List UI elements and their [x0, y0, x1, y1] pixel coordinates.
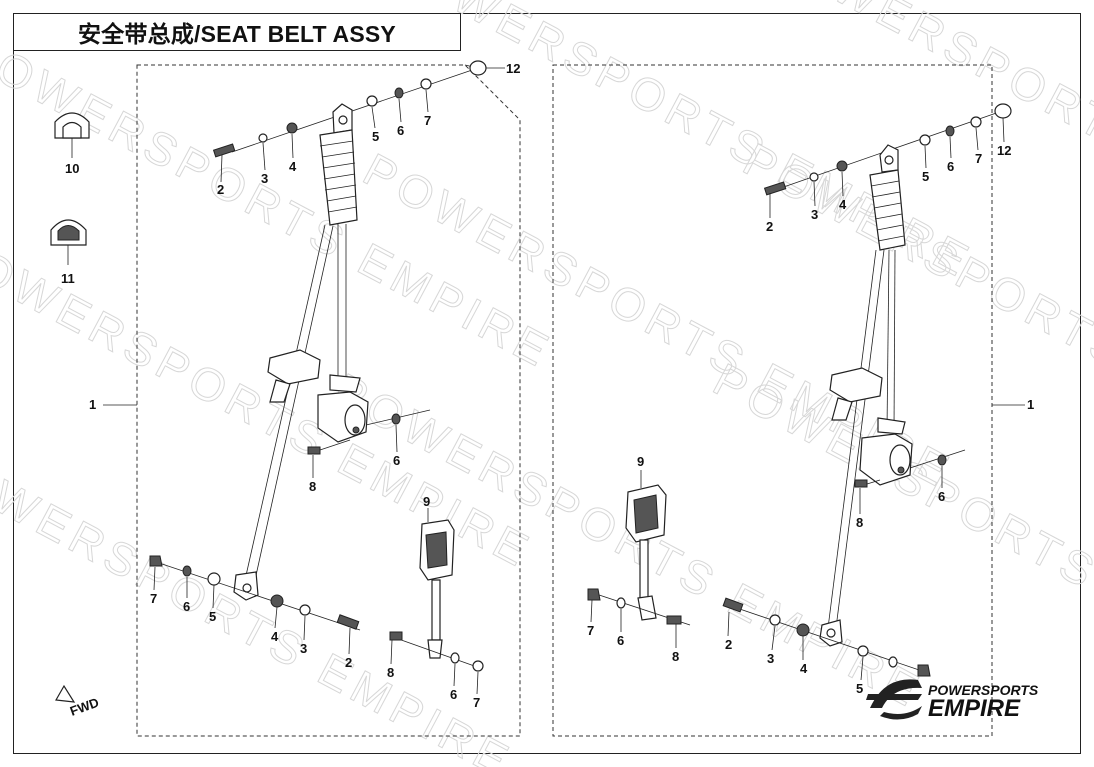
callout-8-left: 8	[309, 479, 316, 494]
right-seat-belt-assembly	[587, 103, 1025, 681]
callout-12-right: 12	[997, 143, 1011, 158]
callout-6-left-d: 6	[450, 687, 457, 702]
brand-line2: EMPIRE	[928, 695, 1021, 722]
callout-10: 10	[65, 161, 79, 176]
brand-line1: POWERSPORTS	[928, 682, 1039, 698]
callout-labels: 10 11 1 2 3 4 5 6 7 12 6 8 9 7 6 5 4 3 2…	[61, 61, 1034, 710]
callout-5-left-c: 5	[209, 609, 216, 624]
cover-part-11	[50, 219, 87, 265]
callout-11: 11	[61, 271, 75, 286]
callout-6-left: 6	[397, 123, 404, 138]
callout-7-left-d: 7	[473, 695, 480, 710]
callout-3-left: 3	[261, 171, 268, 186]
callout-5-left: 5	[372, 129, 379, 144]
callout-3-left-c: 3	[300, 641, 307, 656]
callout-7-right-c: 7	[587, 623, 594, 638]
callout-6-left-b: 6	[393, 453, 400, 468]
forward-arrow-icon: FWD	[55, 684, 101, 719]
page-title: 安全带总成/SEAT BELT ASSY	[78, 21, 396, 47]
callout-7-right: 7	[975, 151, 982, 166]
callout-9-left: 9	[423, 494, 430, 509]
callout-4-right: 4	[839, 197, 847, 212]
powersports-empire-logo: POWERSPORTS EMPIRE	[866, 679, 1039, 722]
callout-3-right: 3	[811, 207, 818, 222]
callout-12-left: 12	[506, 61, 520, 76]
callout-5-right-d: 5	[856, 681, 863, 696]
callout-2-right: 2	[766, 219, 773, 234]
cover-part-10	[54, 112, 90, 158]
callout-2-right-d: 2	[725, 637, 732, 652]
fwd-label: FWD	[68, 695, 101, 719]
callout-3-right-d: 3	[767, 651, 774, 666]
callout-5-right: 5	[922, 169, 929, 184]
callout-2-left-c: 2	[345, 655, 352, 670]
callout-9-right: 9	[637, 454, 644, 469]
callout-4-right-d: 4	[800, 661, 808, 676]
callout-1-right: 1	[1027, 397, 1034, 412]
callout-6-left-c: 6	[183, 599, 190, 614]
callout-6-right-c: 6	[617, 633, 624, 648]
callout-2-left: 2	[217, 182, 224, 197]
callout-8-right: 8	[856, 515, 863, 530]
callout-1-left: 1	[89, 397, 96, 412]
callout-8-left-d: 8	[387, 665, 394, 680]
callout-6-right: 6	[947, 159, 954, 174]
callout-7-left-c: 7	[150, 591, 157, 606]
callout-4-left-c: 4	[271, 629, 279, 644]
callout-8-right-c: 8	[672, 649, 679, 664]
title-box: 安全带总成/SEAT BELT ASSY	[13, 13, 461, 51]
right-assembly-box	[552, 64, 993, 737]
callout-6-right-b: 6	[938, 489, 945, 504]
callout-4-left: 4	[289, 159, 297, 174]
left-seat-belt-assembly	[103, 60, 505, 695]
drawing-frame	[13, 13, 1081, 754]
callout-7-left: 7	[424, 113, 431, 128]
left-assembly-box	[136, 64, 521, 737]
